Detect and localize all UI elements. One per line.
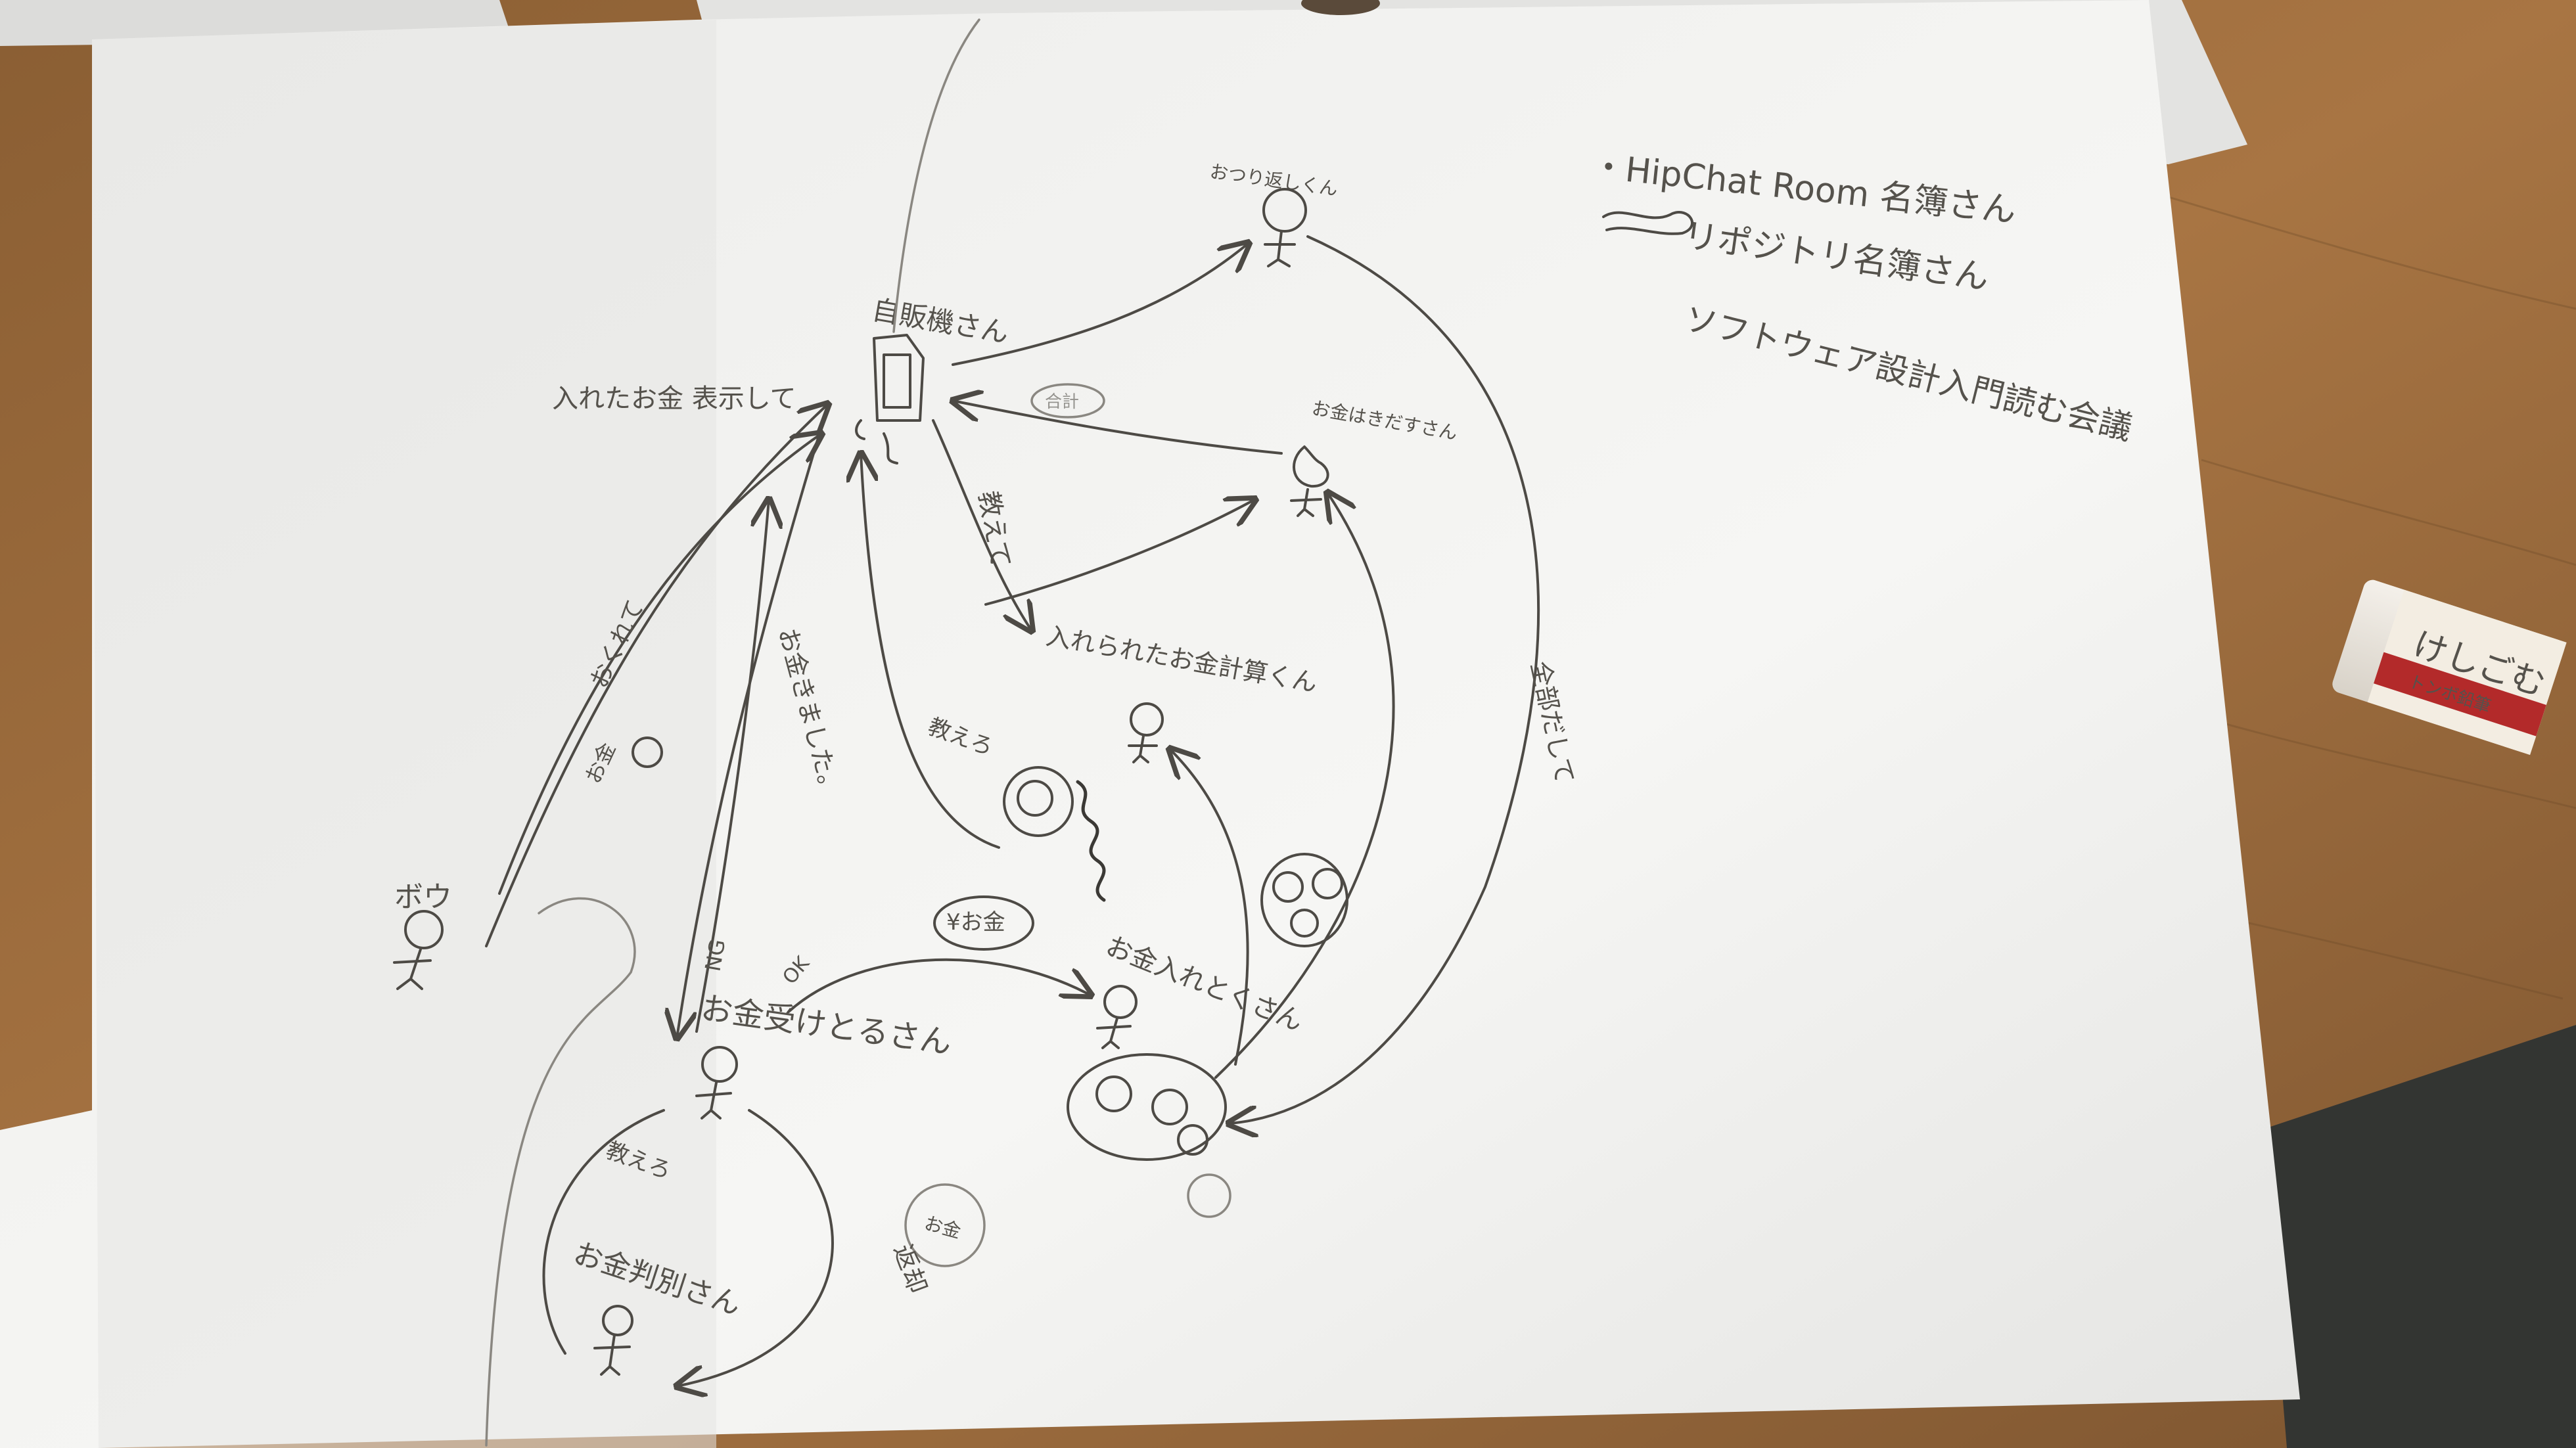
judge-body (593, 1334, 631, 1376)
judge-loop-left (542, 1109, 665, 1355)
arrow-vending-to-receiver (677, 426, 823, 1038)
storage-head (1103, 985, 1138, 1019)
vending-machine-window (883, 353, 911, 409)
label-user: ボウ (394, 880, 452, 914)
arrow-storage-to-vending (861, 453, 1000, 849)
receiver-body (695, 1081, 732, 1120)
user-body (393, 948, 432, 990)
bubble-coin-1 (1272, 871, 1304, 903)
arrow-calculator-to-output (984, 499, 1255, 606)
arrow-user-to-vending-2 (498, 434, 821, 895)
arrow-receiver-to-vending (695, 499, 769, 1033)
dark-object-top (1301, 0, 1380, 15)
return-bubble (904, 1183, 986, 1267)
arrow-user-to-vending (485, 404, 828, 947)
arrow-storage-to-calculator (1170, 749, 1249, 1066)
user-head (404, 910, 444, 949)
paper-shadow-left (92, 20, 716, 1448)
coin-bubble-right (1260, 853, 1348, 947)
yen-money-bubble (933, 895, 1034, 951)
money-output-body (1290, 488, 1322, 517)
label-yen-money: ¥お金 (946, 909, 1005, 936)
pouch-knot (1187, 1173, 1231, 1218)
storage-body (1096, 1017, 1132, 1049)
label-total: 合計 (1045, 392, 1079, 412)
pouch-coin-2 (1151, 1089, 1188, 1125)
eraser: けしごむ トンボ鉛筆 (2332, 579, 2567, 756)
pouch-coin-3 (1177, 1124, 1208, 1156)
stick-figure-head (1262, 188, 1307, 233)
total-bubble (1030, 383, 1105, 419)
calculator-body (1128, 735, 1158, 763)
calculator-head (1130, 702, 1164, 736)
arrow-receiver-to-storage (787, 958, 1091, 1013)
label-ng: NG (700, 938, 730, 974)
coin-circle-group (1003, 766, 1106, 902)
arrow-vending-to-calculator (932, 419, 1032, 631)
eraser-sleeve-band (2374, 652, 2546, 736)
coin-bag (1003, 766, 1074, 837)
arrow-output-to-vending (953, 401, 1283, 455)
label-show-money: 入れたお金 表示して (552, 384, 796, 414)
coin (1017, 780, 1053, 817)
bubble-coin-3 (1290, 909, 1319, 938)
judge-head (602, 1305, 633, 1336)
arrow-storage-to-output (1214, 493, 1395, 1079)
stick-figure-body (1264, 230, 1296, 267)
arrow-vending-to-change (952, 243, 1249, 366)
arrow-change-loop (1229, 235, 1540, 1123)
vending-machine-body (873, 334, 925, 422)
money-output-head (1293, 445, 1329, 488)
line-to-top (892, 18, 980, 333)
judge-loop-right (677, 1109, 834, 1386)
scribble-column (1076, 780, 1106, 902)
scribble-strikeout (1602, 211, 1693, 235)
faint-loop (485, 897, 636, 1447)
wood-grain (2168, 196, 2576, 1000)
pouch-coin-1 (1095, 1075, 1132, 1112)
bubble-coin-2 (1312, 868, 1343, 899)
vending-machine-slot (855, 419, 898, 464)
yen-coin (632, 736, 663, 768)
user-figure: ボウ (393, 880, 452, 990)
receiver-head (701, 1046, 738, 1083)
